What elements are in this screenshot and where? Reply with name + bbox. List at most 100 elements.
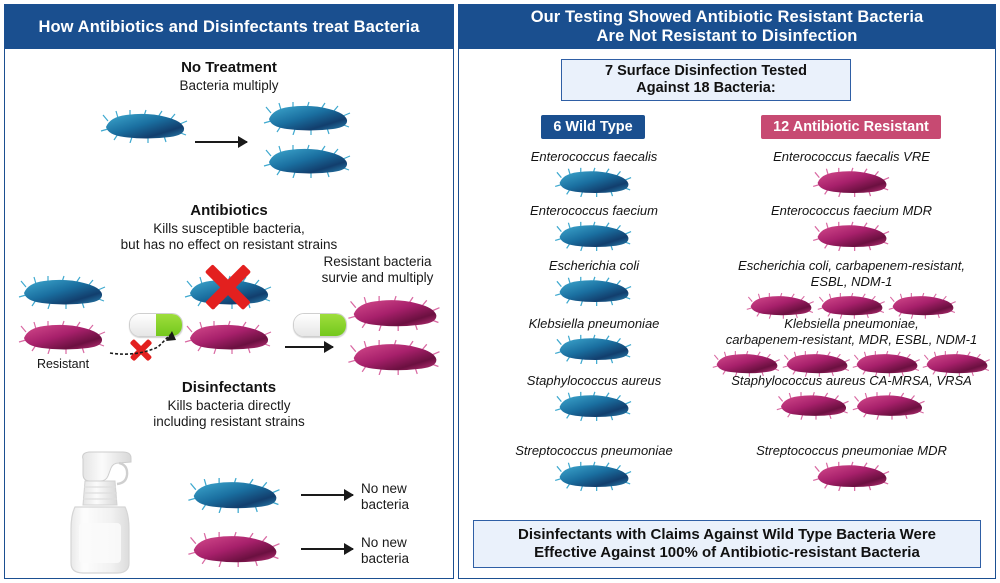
left-panel-title: How Antibiotics and Disinfectants treat … (5, 5, 453, 49)
organism-name: Enterococcus faecium MDR (770, 203, 933, 218)
bacteria-blue-icon (263, 101, 351, 136)
organism-name: Escherichia coli, carbapenem-resistant, … (738, 258, 965, 289)
bacteria-blue-icon (555, 334, 632, 364)
bacteria-pink-icon (746, 292, 814, 319)
organism-name: Klebsiella pneumoniae, carbapenem-resist… (725, 316, 978, 347)
organism-images (469, 276, 719, 306)
organism-name: Staphylococcus aureus (526, 373, 662, 388)
bacteria-blue-disinfected (185, 477, 285, 518)
arrow-no-new-1 (301, 494, 353, 496)
no-treatment-subtitle: Bacteria multiply (179, 78, 279, 93)
right-panel: Our Testing Showed Antibiotic Resistant … (458, 4, 996, 579)
organism-name: Klebsiella pneumoniae (528, 316, 660, 331)
bacteria-pink-survivor-1 (345, 295, 445, 336)
antibiotic-pill-icon-2 (293, 313, 347, 337)
bacteria-blue-result-2 (263, 144, 353, 183)
list-item: Staphylococcus aureus CA-MRSA, VRSA (709, 373, 994, 443)
bacteria-pink-icon (348, 339, 440, 376)
right-panel-body: 7 Surface Disinfection Tested Against 18… (459, 49, 995, 576)
organism-images (469, 334, 719, 364)
arrow-no-new-2 (301, 548, 353, 550)
disinfectants-title: Disinfectants (181, 379, 277, 396)
bacteria-pink-icon (812, 221, 889, 251)
bacteria-pink-icon (817, 292, 885, 319)
spray-bottle-icon (70, 451, 132, 574)
organism-images (709, 167, 994, 197)
disinfectants-subtitle: Kills bacteria directly including resist… (153, 398, 305, 430)
organism-images (709, 461, 994, 491)
bacteria-blue-result-1 (263, 101, 353, 140)
bacteria-blue-icon (263, 144, 351, 179)
bacteria-pink-icon (852, 391, 925, 420)
bacteria-blue-icon (188, 477, 280, 514)
bacteria-pink-icon (812, 461, 889, 491)
organism-images (709, 391, 994, 420)
left-panel: How Antibiotics and Disinfectants treat … (4, 4, 454, 579)
bacteria-pink-resistant (17, 320, 109, 359)
organism-images (469, 391, 719, 421)
bacteria-pink-icon (922, 350, 990, 377)
wild-type-organism-list: Enterococcus faecalis Enterococcus faeci… (469, 149, 719, 497)
bacteria-blue-icon (555, 461, 632, 491)
list-item: Escherichia coli, carbapenem-resistant, … (709, 258, 994, 319)
bacteria-pink-icon (812, 167, 889, 197)
bacteria-pink-icon (776, 391, 849, 420)
bacteria-blue-icon (555, 167, 632, 197)
organism-name: Enterococcus faecium (530, 203, 658, 218)
bacteria-blue-single (100, 109, 190, 148)
tested-summary-box: 7 Surface Disinfection Tested Against 18… (561, 59, 851, 101)
bacteria-blue-icon (555, 276, 632, 306)
resistant-organism-list: Enterococcus faecalis VRE Enterococcus f… (709, 149, 994, 497)
list-item: Enterococcus faecium (469, 203, 719, 258)
list-item: Enterococcus faecalis (469, 149, 719, 203)
organism-images (469, 167, 719, 197)
list-item: Enterococcus faecalis VRE (709, 149, 994, 203)
antibiotics-subtitle: Kills susceptible bacteria, but has no e… (120, 221, 338, 253)
bacteria-pink-icon (888, 292, 956, 319)
list-item: Enterococcus faecium MDR (709, 203, 994, 258)
organism-name: Enterococcus faecalis (530, 149, 658, 164)
resistant-column-header: 12 Antibiotic Resistant (721, 115, 981, 139)
bacteria-blue-susceptible (17, 275, 109, 314)
survive-label: Resistant bacteria survie and multiply (321, 254, 434, 286)
organism-name: Enterococcus faecalis VRE (773, 149, 930, 164)
bacteria-pink-icon (712, 350, 780, 377)
right-panel-title: Our Testing Showed Antibiotic Resistant … (459, 5, 995, 49)
bacteria-pink-icon (18, 320, 106, 355)
organism-name: Streptococcus pneumoniae MDR (756, 443, 947, 458)
organism-images (709, 350, 994, 377)
bacteria-pink-disinfected (185, 531, 285, 572)
arrow-survive (285, 346, 333, 348)
left-panel-body: No Treatment Bacteria multiply (5, 49, 453, 576)
bacteria-blue-icon (555, 391, 632, 421)
bacteria-blue-icon (18, 275, 106, 310)
resistant-label: Resistant (36, 357, 90, 371)
no-new-bacteria-label-1: No new bacteria (361, 481, 410, 513)
bacteria-pink-icon (852, 350, 920, 377)
organism-images (469, 461, 719, 491)
bacteria-pink-surviving (183, 320, 275, 359)
no-new-bacteria-label-2: No new bacteria (361, 535, 410, 567)
no-treatment-title: No Treatment (181, 59, 277, 76)
antibiotic-resistant-badge: 12 Antibiotic Resistant (761, 115, 941, 139)
conclusion-box: Disinfectants with Claims Against Wild T… (473, 520, 981, 568)
list-item: Staphylococcus aureus (469, 373, 719, 443)
bacteria-blue-icon (100, 109, 188, 144)
list-item: Klebsiella pneumoniae (469, 316, 719, 373)
list-item: Streptococcus pneumoniae (469, 443, 719, 497)
organism-name: Streptococcus pneumoniae (515, 443, 673, 458)
organism-images (709, 221, 994, 251)
bacteria-blue-icon (555, 221, 632, 251)
organism-name: Escherichia coli (548, 258, 640, 273)
curved-arrow-icon (109, 331, 176, 355)
list-item: Escherichia coli (469, 258, 719, 316)
bacteria-pink-icon (782, 350, 850, 377)
organism-images (469, 221, 719, 251)
bacteria-pink-icon (348, 295, 440, 332)
bacteria-pink-icon (184, 320, 272, 355)
wild-type-badge: 6 Wild Type (541, 115, 645, 139)
list-item: Streptococcus pneumoniae MDR (709, 443, 994, 497)
bacteria-pink-icon (188, 531, 280, 568)
organism-images (709, 292, 994, 319)
